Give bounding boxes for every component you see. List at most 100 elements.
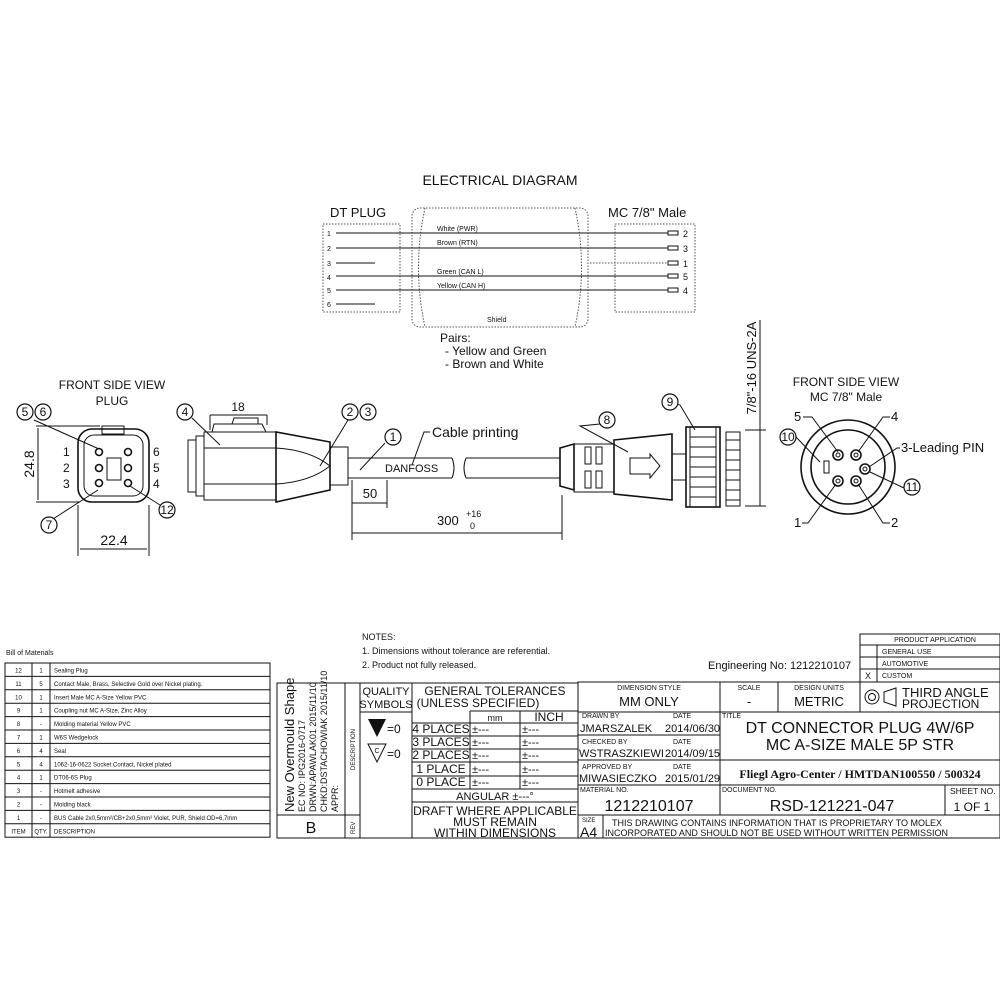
balloon-7: 7	[46, 518, 53, 532]
mc-pin-4: 4	[683, 286, 688, 296]
dim-height: 24.8	[21, 450, 37, 477]
mc-front-pin-5: 5	[794, 409, 801, 424]
dimension-style-label: DIMENSION STYLE	[617, 685, 681, 692]
tolerance-mm: ±---	[472, 777, 489, 789]
tolerance-inch: ±---	[522, 724, 539, 736]
projection-line-1: THIRD ANGLE	[902, 685, 989, 700]
bom-item: 5	[17, 762, 21, 768]
document-no-label: DOCUMENT NO.	[722, 787, 777, 794]
bom-item: 12	[15, 669, 22, 675]
bom-description: Insert Male MC A-Size Yellow PVC	[54, 695, 147, 701]
dim-18: 18	[231, 400, 245, 414]
wire-yellow-label: Yellow (CAN H)	[437, 283, 485, 290]
mc-pin-3: 3	[683, 244, 688, 254]
note-1: 1. Dimensions without tolerance are refe…	[362, 646, 550, 656]
tolerance-row: 2 PLACES±---±---	[412, 748, 539, 762]
bom-description: DESCRIPTION	[54, 829, 95, 835]
tol-draft-3: WITHIN DIMENSIONS	[434, 826, 556, 840]
bom-qty: -	[40, 722, 42, 728]
filled-triangle-icon	[368, 719, 386, 737]
quality-title-1: QUALITY	[362, 686, 410, 698]
mc-pin-1: 1	[683, 259, 688, 269]
pair-yellow-green: - Yellow and Green	[445, 344, 546, 358]
tol-draft-1: DRAFT WHERE APPLICABLE	[413, 804, 577, 818]
bom-row: 2-Molding black	[17, 803, 92, 809]
bom-qty: 1	[39, 776, 43, 782]
dt-pin-2: 2	[327, 246, 331, 253]
material-no-label: MATERIAL NO.	[580, 787, 629, 794]
approved-by: MIWASIECZKO	[579, 773, 657, 785]
application-automotive: AUTOMOTIVE	[882, 661, 928, 668]
bom-qty: 1	[39, 669, 43, 675]
bom-description: W6S Wedgelock	[54, 736, 99, 742]
bom-description: 1062-16-0622 Socket Contact, Nickel plat…	[54, 762, 171, 768]
disclaimer-2: INCORPORATED AND SHOULD NOT BE USED WITH…	[605, 828, 948, 838]
approved-date-label: DATE	[673, 764, 691, 771]
size-value: A4	[580, 824, 597, 840]
product-application-title: PRODUCT APPLICATION	[894, 637, 976, 644]
checked-date-label: DATE	[673, 739, 691, 746]
checked-by: WSTRASZKIEWI	[579, 748, 664, 760]
thread-spec: 7/8"-16 UNS-2A	[744, 321, 759, 414]
note-2: 2. Product not fully released.	[362, 660, 476, 670]
tolerance-mm: ±---	[472, 750, 489, 762]
balloon-9: 9	[667, 395, 674, 409]
plug-pin-3: 3	[63, 477, 70, 491]
mc-view-title: FRONT SIDE VIEW	[793, 375, 900, 389]
plug-pin-5: 5	[153, 461, 160, 475]
design-units-value: METRIC	[794, 694, 844, 709]
dim-300-tol-upper: +16	[466, 509, 481, 519]
plug-pin-1: 1	[63, 445, 70, 459]
checked-by-label: CHECKED BY	[582, 739, 628, 746]
bom-item: 6	[17, 749, 21, 755]
application-custom: CUSTOM	[882, 673, 912, 680]
dt-pin-5: 5	[327, 288, 331, 295]
balloon-12: 12	[160, 503, 174, 517]
tolerance-inch: ±---	[522, 764, 539, 776]
dim-300: 300	[437, 513, 459, 528]
mc-front-pin-2: 2	[891, 515, 898, 530]
design-units-label: DESIGN UNITS	[794, 685, 844, 692]
wire-brown-label: Brown (RTN)	[437, 240, 478, 247]
balloon-8: 8	[604, 413, 611, 427]
balloons	[16, 393, 921, 534]
tolerance-row: 4 PLACES±---±---	[412, 722, 539, 736]
mc-front-pin-1: 1	[794, 515, 801, 530]
dt-plug-box	[322, 223, 401, 313]
leading-pin-label: 3-Leading PIN	[901, 440, 984, 455]
tolerance-places: 3 PLACES	[412, 735, 469, 749]
title-label: TITLE	[722, 713, 741, 720]
bom-description: DT06-6S Plug	[54, 776, 92, 782]
title-block: Engineering No: 1212210107 PRODUCT APPLI…	[577, 633, 1000, 840]
bom-qty: -	[40, 816, 42, 822]
wire-white-label: White (PWR)	[437, 226, 478, 233]
bom-description: Coupling nut MC A-Size, Zinc Alloy	[54, 709, 147, 715]
dt-pin-6: 6	[327, 302, 331, 309]
bom-description: BUS Cable 2x0,5mm²/CB+2x0,5mm² Violet, P…	[54, 816, 237, 822]
sheet-no: 1 OF 1	[954, 800, 991, 814]
size-label: SIZE	[582, 818, 595, 824]
electrical-diagram: ELECTRICAL DIAGRAM DT PLUG MC 7/8" Male …	[322, 172, 696, 371]
bom-row: 8-Molding material Yellow PVC	[17, 722, 132, 728]
plug-view-subtitle: PLUG	[96, 394, 129, 408]
scale-label: SCALE	[738, 685, 761, 692]
dt-pin-4: 4	[327, 275, 331, 282]
description-label: DESCRIPTION	[351, 729, 357, 770]
dim-300-tol-lower: 0	[470, 521, 475, 531]
dim-width: 22.4	[100, 532, 127, 548]
revision-letter: B	[306, 820, 317, 837]
bom-item: 11	[15, 682, 22, 688]
custom-checkbox: X	[865, 671, 871, 681]
tolerances-title-2: (UNLESS SPECIFIED)	[417, 696, 540, 710]
bom-title: Bill of Materials	[6, 650, 54, 657]
tolerance-places: 0 PLACE	[416, 775, 465, 789]
bom-item: 2	[17, 803, 21, 809]
balloon-3: 3	[365, 405, 372, 419]
drawn-date-label: DATE	[673, 713, 691, 720]
tolerance-mm: ±---	[472, 724, 489, 736]
